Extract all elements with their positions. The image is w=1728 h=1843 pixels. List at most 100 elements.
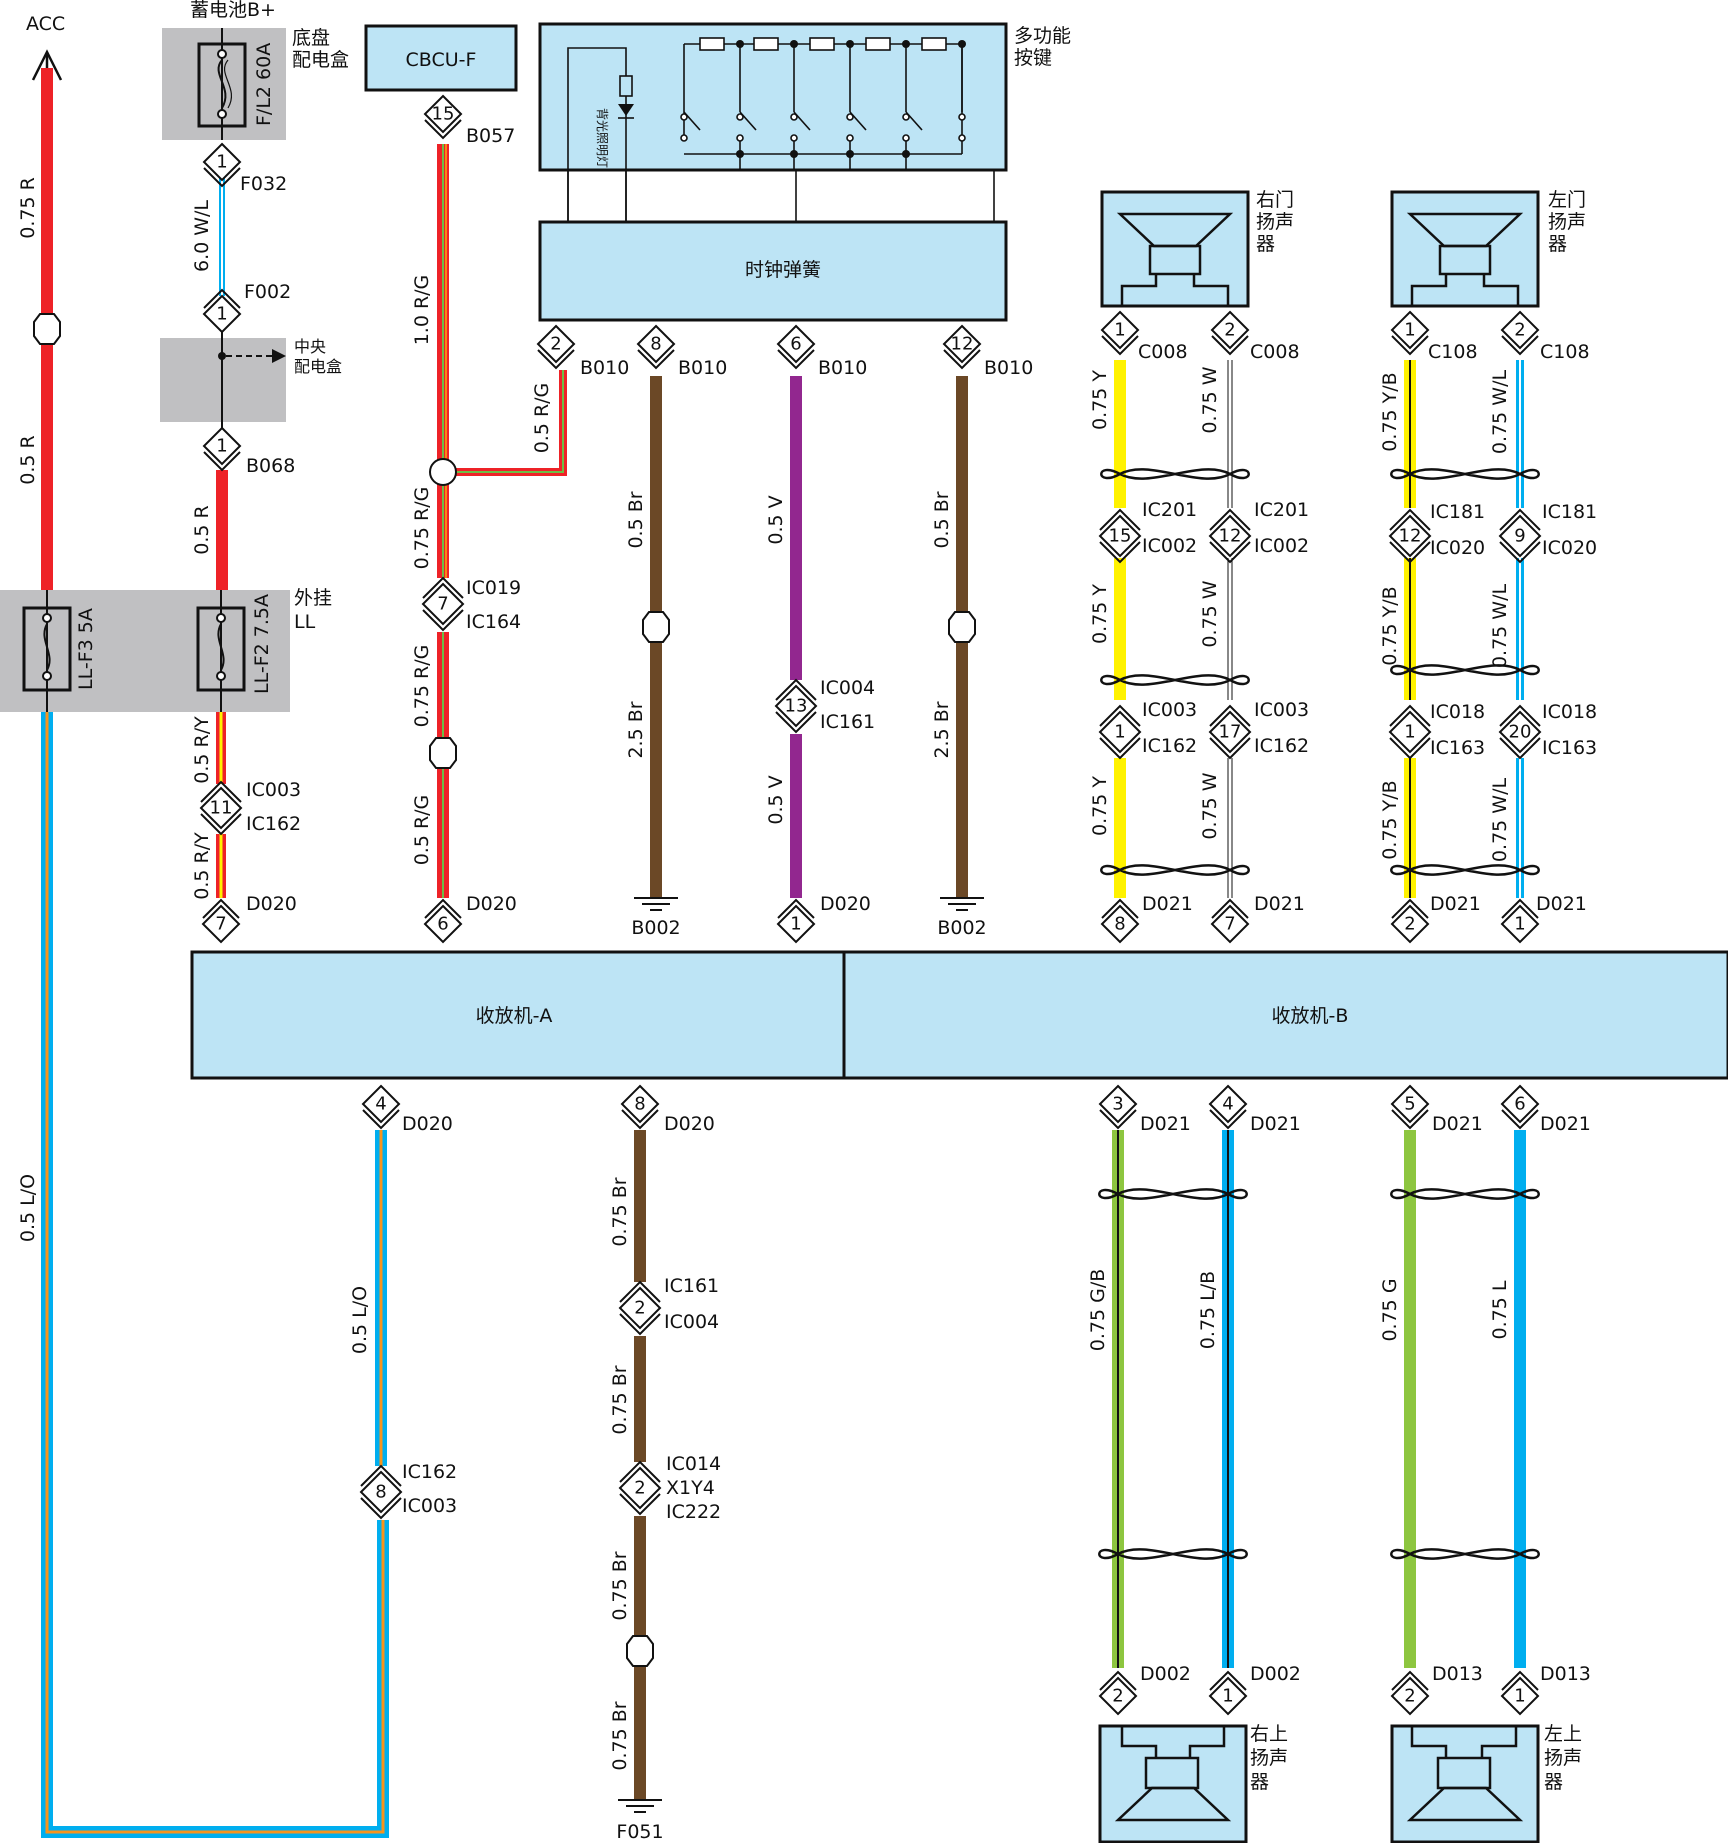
acc-lo-wire-label: 0.5 L/O <box>17 1174 39 1242</box>
twisted-pair-icon <box>1390 664 1540 676</box>
pin-number: 15 <box>1109 526 1132 547</box>
pin-number: 7 <box>437 594 448 615</box>
pin-number: 1 <box>1404 320 1415 341</box>
pin-number: 2 <box>1514 320 1525 341</box>
rup-label-2: 扬声 <box>1250 1747 1288 1769</box>
pin-number: 2 <box>634 1298 645 1319</box>
w-wire-label-a: 0.75 W <box>1199 366 1221 433</box>
d021-label-l4: D021 <box>1540 1113 1591 1135</box>
radio-a-label: 收放机-A <box>476 1005 553 1027</box>
rup-label-3: 器 <box>1250 1771 1269 1793</box>
pin-number: 1 <box>790 914 801 935</box>
pin-number: 6 <box>790 334 801 355</box>
d021-label-r2: D021 <box>1254 893 1305 915</box>
w-wire-label-b: 0.75 W <box>1199 580 1221 647</box>
mfk-label-2: 按键 <box>1014 47 1052 69</box>
connector-pin: 7 <box>201 898 241 944</box>
lup-label-3: 器 <box>1544 1771 1563 1793</box>
ic018-label-2: IC018 <box>1542 701 1597 723</box>
ic002-label-1: IC002 <box>1142 535 1197 557</box>
br8-wire-label-bot: 2.5 Br <box>625 701 647 758</box>
connector-pin: 12 <box>1388 508 1432 564</box>
connector-pin: 2 <box>1390 1670 1430 1716</box>
connector-pin: 20 <box>1498 704 1542 760</box>
lower-circuits: 0.5 L/O D020 IC162 IC003 0.75 Br D020 IC… <box>349 1113 1591 1843</box>
connector-pin: 1 <box>1500 898 1540 944</box>
mfk-label-1: 多功能 <box>1014 25 1071 47</box>
f032-label: F032 <box>240 173 287 195</box>
ic201-label-2: IC201 <box>1254 499 1309 521</box>
d002-label-2: D002 <box>1250 1663 1301 1685</box>
v-wire-label-bot: 0.5 V <box>765 775 787 824</box>
pin-number: 5 <box>1404 1094 1415 1115</box>
pin-number: 2 <box>550 334 561 355</box>
wl-wire-label-b: 0.75 W/L <box>1489 584 1511 669</box>
d021-label-r4: D021 <box>1250 1113 1301 1135</box>
cbcu-wire-label: 1.0 R/G <box>411 275 433 346</box>
b010-label-1: B010 <box>580 357 629 379</box>
acc-splice-icon <box>33 313 61 345</box>
connector-pin: 5 <box>1390 1084 1430 1130</box>
chassis-box-label-1: 底盘 <box>292 27 330 49</box>
y-wire-label-a: 0.75 Y <box>1089 370 1111 430</box>
rg-wire-label-c: 0.5 R/G <box>411 795 433 866</box>
lo4-wire-label: 0.5 L/O <box>349 1286 371 1354</box>
f051-label: F051 <box>616 1821 663 1843</box>
pin-number: 1 <box>1514 914 1525 935</box>
pin-number: 1 <box>1114 722 1125 743</box>
pin-number: 1 <box>1514 1686 1525 1707</box>
pin-number: 6 <box>1514 1094 1525 1115</box>
ic004-label-b: IC004 <box>664 1311 719 1333</box>
ic020-label-1: IC020 <box>1430 537 1485 559</box>
connector-pins: 1 1 1 11 7 15 7 6 2 8 6 12 13 1 1 2 15 1… <box>199 94 1542 1716</box>
d013-label-1: D013 <box>1432 1663 1483 1685</box>
pin-number: 9 <box>1514 526 1525 547</box>
pin-number: 7 <box>215 914 226 935</box>
arrow-right-icon <box>272 349 286 363</box>
connector-pin: 8 <box>359 1464 403 1520</box>
connector-pin: 2 <box>1390 898 1430 944</box>
d020-label-e: D020 <box>664 1113 715 1135</box>
b010-label-3: B010 <box>818 357 867 379</box>
twisted-pair-icon <box>1098 1548 1248 1560</box>
ext-box-label-1: 外挂 <box>294 587 332 609</box>
br12-wire-label-top: 0.5 Br <box>931 491 953 548</box>
pin-number: 11 <box>210 798 233 819</box>
twisted-pair-icon <box>1100 674 1250 686</box>
twisted-pair-icon <box>1098 1188 1248 1200</box>
radio-b-label: 收放机-B <box>1272 1005 1349 1027</box>
b010-label-4: B010 <box>984 357 1033 379</box>
pin-number: 8 <box>1114 914 1125 935</box>
ic163-label-2: IC163 <box>1542 737 1597 759</box>
radio-unit: 收放机-A 收放机-B <box>190 950 1728 1080</box>
d021-label-l1: D021 <box>1430 893 1481 915</box>
chassis-box-label-2: 配电盒 <box>292 49 349 71</box>
fuse-fl2-label: F/L2 60A <box>253 43 275 126</box>
rdoor-label-2: 扬声 <box>1256 211 1294 233</box>
rg-wire-label-a: 0.75 R/G <box>411 487 433 570</box>
splice-icon <box>626 1635 654 1667</box>
pin-number: 20 <box>1509 722 1532 743</box>
yb-wire-label-c: 0.75 Y/B <box>1379 780 1401 859</box>
connector-pin: 6 <box>776 324 816 370</box>
pin-number: 12 <box>1219 526 1242 547</box>
connector-pin: 1 <box>202 142 242 188</box>
pin-number: 8 <box>375 1482 386 1503</box>
pin-number: 1 <box>1114 320 1125 341</box>
twisted-pair-icon <box>1390 864 1540 876</box>
d021-label-l3: D021 <box>1432 1113 1483 1135</box>
pin-number: 2 <box>1224 320 1235 341</box>
cbcu-circuit: CBCU-F B057 1.0 R/G 0.5 R/G 0.75 R/G IC0… <box>364 24 567 915</box>
ic222-label: IC222 <box>666 1501 721 1523</box>
rg-wire-label-b: 0.75 R/G <box>411 645 433 728</box>
pin-number: 8 <box>634 1094 645 1115</box>
rdoor-label-3: 器 <box>1256 233 1275 255</box>
acc-lo-wire-blue <box>41 712 389 1838</box>
b010-label-2: B010 <box>678 357 727 379</box>
x1y4-label: X1Y4 <box>666 1477 715 1499</box>
d020-label-a: D020 <box>246 893 297 915</box>
ldoor-label-2: 扬声 <box>1548 211 1586 233</box>
pin-number: 3 <box>1112 1094 1123 1115</box>
ic163-label-1: IC163 <box>1430 737 1485 759</box>
